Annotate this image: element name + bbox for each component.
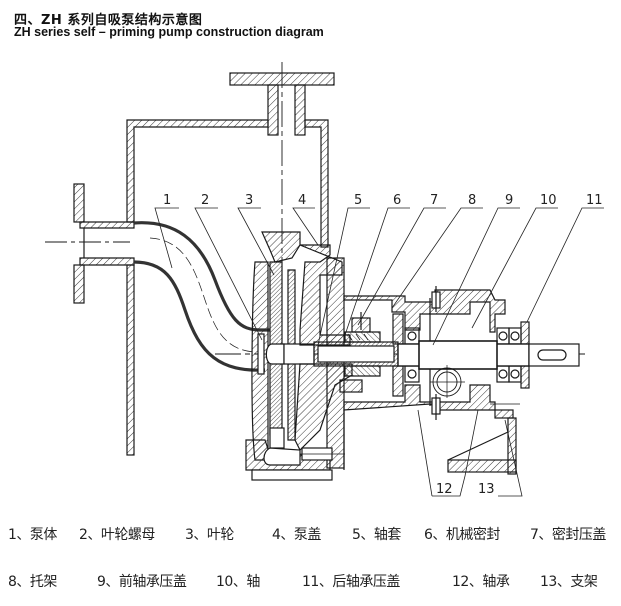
legend-item-impeller-nut: 2、叶轮螺母 — [79, 527, 155, 543]
parts-legend-row-1: 1、泵体 2、叶轮螺母 3、叶轮 4、泵盖 5、轴套 6、机械密封 7、密封压盖 — [0, 524, 621, 550]
pump-base — [245, 439, 345, 481]
diagram-title-english: ZH series self – priming pump constructi… — [14, 25, 324, 39]
callout-12: 12 — [436, 482, 453, 497]
legend-item-rear-bearing-cover: 11、后轴承压盖 — [302, 574, 400, 590]
diagram-title-chinese: 四、ZH 系列自吸泵结构示意图 — [14, 13, 203, 28]
legend-item-impeller: 3、叶轮 — [185, 527, 234, 543]
callout-1: 1 — [163, 193, 171, 208]
callout-13: 13 — [478, 482, 495, 497]
pump-body-casing — [73, 119, 329, 456]
inlet-elbow — [133, 221, 270, 372]
callout-4: 4 — [298, 193, 306, 208]
callout-9: 9 — [505, 193, 513, 208]
callout-leaders — [154, 207, 604, 497]
callout-10: 10 — [540, 193, 557, 208]
legend-item-pump-cover: 4、泵盖 — [272, 527, 321, 543]
shaft — [397, 340, 580, 370]
impeller-nut — [257, 333, 315, 375]
callout-numbers: 1 2 3 4 5 6 7 8 9 10 11 12 13 — [163, 193, 603, 497]
callout-6: 6 — [393, 193, 401, 208]
callout-8: 8 — [468, 193, 476, 208]
legend-item-bearing: 12、轴承 — [452, 574, 510, 590]
callout-11: 11 — [586, 193, 603, 208]
legend-item-support-frame: 13、支架 — [540, 574, 598, 590]
callout-7: 7 — [430, 193, 438, 208]
legend-item-pump-body: 1、泵体 — [8, 527, 57, 543]
callout-2: 2 — [201, 193, 209, 208]
oil-plug — [430, 365, 465, 398]
seal-gland — [339, 312, 371, 393]
legend-item-shaft-sleeve: 5、轴套 — [352, 527, 401, 543]
legend-item-bracket: 8、托架 — [8, 574, 57, 590]
legend-item-front-bearing-cover: 9、前轴承压盖 — [97, 574, 187, 590]
support-frame — [447, 403, 520, 475]
callout-5: 5 — [354, 193, 362, 208]
legend-item-shaft: 10、轴 — [216, 574, 260, 590]
mechanical-seal — [344, 331, 381, 377]
parts-legend-row-2: 8、托架 9、前轴承压盖 10、轴 11、后轴承压盖 12、轴承 13、支架 — [0, 571, 621, 597]
bearing-bracket — [343, 286, 506, 420]
legend-item-seal-gland: 7、密封压盖 — [530, 527, 606, 543]
callout-3: 3 — [245, 193, 253, 208]
legend-item-mechanical-seal: 6、机械密封 — [424, 527, 500, 543]
